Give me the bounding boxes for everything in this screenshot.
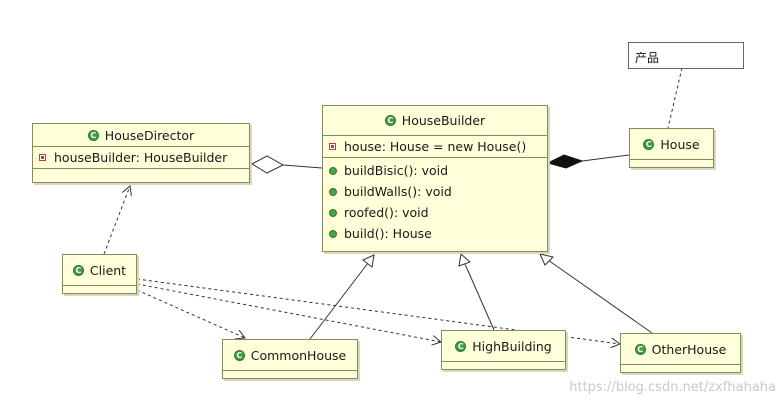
field-row: house: House = new House() [323,136,547,157]
watermark-text: https://blog.csdn.net/zxfhahaha [569,380,776,395]
public-method-icon [329,208,337,217]
class-name: HouseBuilder [401,113,486,128]
class-header: C Client [63,255,136,285]
class-icon: C [87,129,99,141]
field-compartment: house: House = new House() [323,135,547,157]
method-row: roofed(): void [323,202,547,223]
class-name: CommonHouse [250,347,347,363]
public-method-icon [329,166,337,175]
class-divider [223,370,357,371]
class-name: HouseDirector [104,127,195,143]
client-highbuilding-dependency [136,283,441,342]
method-text: build(): House [344,226,432,241]
note-text: 产品 [635,51,660,65]
class-name: House [660,136,700,152]
class-header: C OtherHouse [621,334,740,364]
class-divider [621,364,740,365]
class-name: Client [89,262,127,278]
product-note: 产品 [628,42,744,69]
class-name: HighBuilding [472,338,552,354]
private-field-icon [329,143,336,150]
composition-line [581,154,630,162]
field-row: houseBuilder: HouseBuilder [33,147,249,168]
composition-diamond [546,154,584,169]
client-director-dependency [103,186,130,255]
class-divider [630,159,713,160]
aggregation-diamond [250,155,285,174]
highbuilding-triangle [458,253,471,267]
class-high-building[interactable]: C HighBuilding [441,330,566,370]
class-header: C HighBuilding [442,331,565,361]
class-header: C House [630,129,713,159]
method-compartment: buildBisic(): void buildWalls(): void ro… [323,157,547,244]
class-header: C CommonHouse [223,340,357,370]
class-other-house[interactable]: C OtherHouse [620,333,741,373]
class-icon: C [72,264,84,276]
client-commonhouse-dependency [136,289,245,338]
class-header: C HouseBuilder [323,106,547,135]
aggregation-line [282,164,323,169]
otherhouse-generalization [547,259,653,334]
field-text: houseBuilder: HouseBuilder [54,150,228,165]
method-row: buildWalls(): void [323,181,547,202]
class-common-house[interactable]: C CommonHouse [222,339,358,379]
class-icon: C [643,138,655,150]
public-method-icon [329,229,337,238]
field-text: house: House = new House() [344,139,527,154]
highbuilding-generalization [464,263,495,331]
public-method-icon [329,187,337,196]
class-icon: C [233,349,245,361]
class-house-director[interactable]: C HouseDirector houseBuilder: HouseBuild… [32,123,250,183]
commonhouse-generalization [309,262,369,340]
class-icon: C [634,343,646,355]
field-compartment: houseBuilder: HouseBuilder [33,146,249,168]
method-text: buildBisic(): void [344,163,449,178]
method-compartment [33,168,249,179]
method-text: roofed(): void [344,205,429,220]
class-header: C HouseDirector [33,124,249,146]
class-house[interactable]: C House [629,128,714,168]
commonhouse-triangle [362,254,375,268]
method-row: build(): House [323,223,547,244]
private-field-icon [39,154,46,161]
class-house-builder[interactable]: C HouseBuilder house: House = new House(… [322,105,548,252]
class-icon: C [384,115,396,126]
class-icon: C [455,340,467,352]
method-row: buildBisic(): void [323,160,547,181]
note-anchor-line [667,67,683,129]
class-divider [442,361,565,362]
class-divider [63,285,136,286]
class-name: OtherHouse [651,341,727,357]
otherhouse-triangle [539,253,554,266]
method-text: buildWalls(): void [344,184,452,199]
class-client[interactable]: C Client [62,254,137,294]
